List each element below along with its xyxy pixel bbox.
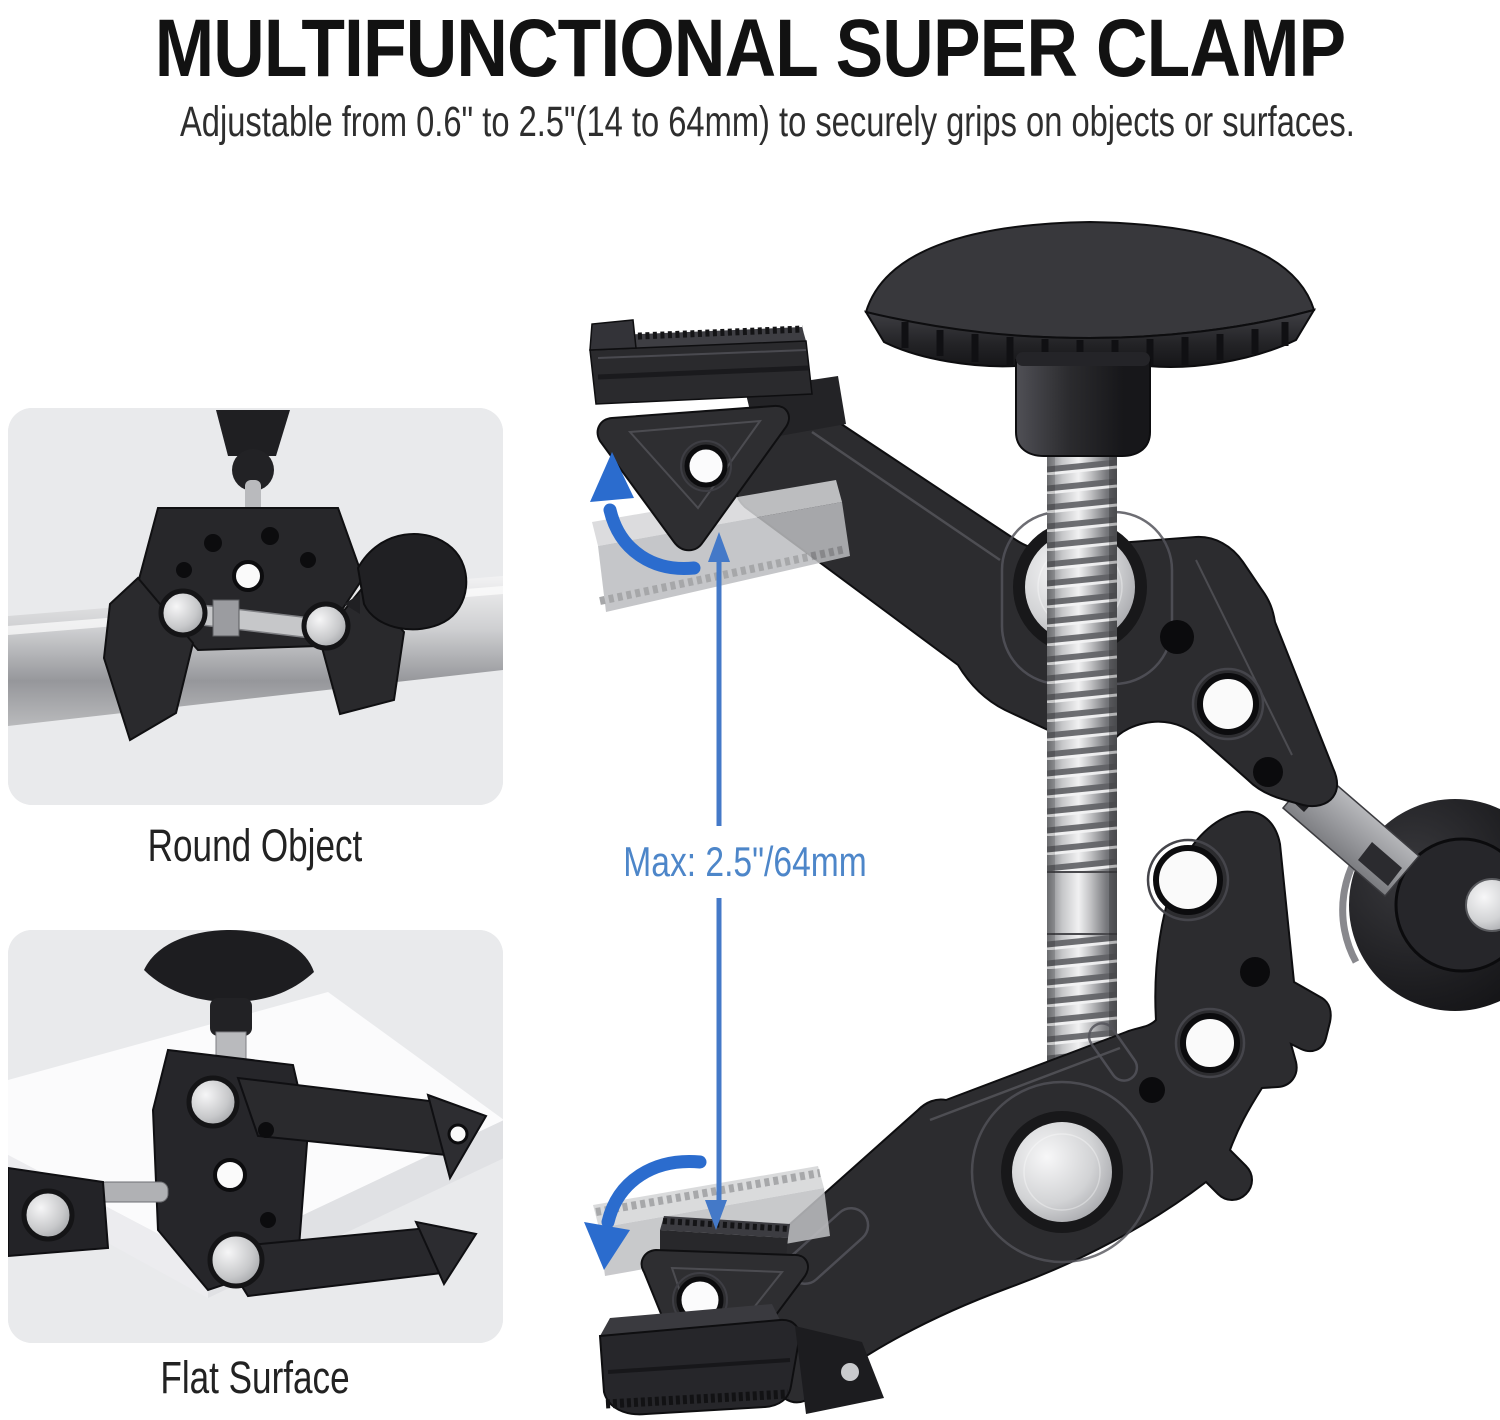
inset-photo-flat-surface (8, 930, 503, 1343)
max-opening-label: Max: 2.5"/64mm (623, 838, 867, 885)
inset-photo-round-object (8, 408, 503, 805)
inset-label-flat-surface: Flat Surface (160, 1352, 350, 1403)
rotate-down-arrow-icon (584, 1155, 707, 1270)
page-title: MULTIFUNCTIONAL SUPER CLAMP (154, 3, 1346, 94)
measure-line (705, 532, 730, 1230)
rotate-up-arrow-icon (590, 452, 701, 575)
top-jaw (589, 319, 846, 552)
adjustment-knob (863, 220, 1317, 457)
flat-surface-illustration (8, 930, 503, 1343)
inset-label-round-object: Round Object (147, 820, 363, 871)
bottom-jaw (598, 1216, 884, 1416)
round-object-illustration (8, 408, 503, 805)
threaded-rod (1047, 448, 1117, 1072)
page-subtitle: Adjustable from 0.6" to 2.5"(14 to 64mm)… (180, 98, 1355, 146)
lower-arm (767, 810, 1332, 1404)
main-clamp-illustration (584, 220, 1500, 1416)
